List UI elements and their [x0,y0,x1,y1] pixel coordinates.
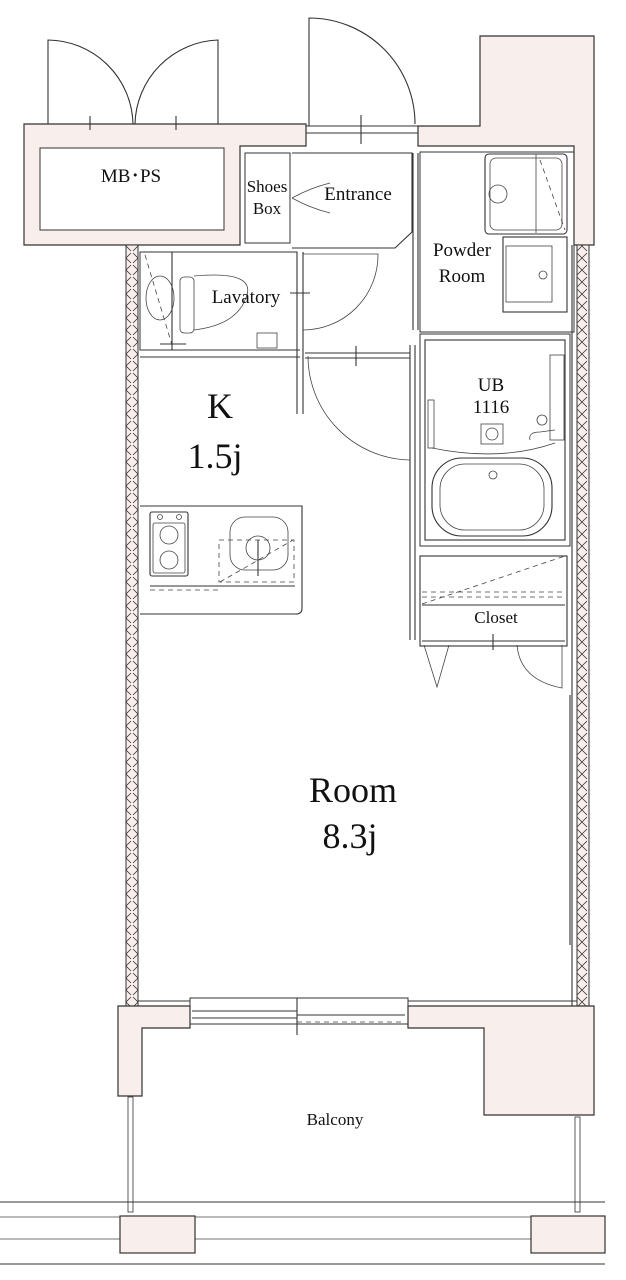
bottom-right-pillar [530,1215,606,1254]
label-lavatory: Lavatory [212,287,281,308]
label-kitchen: K [207,386,233,426]
right-wall [576,244,590,1008]
label-powder-room: Room [439,266,486,287]
mbps-block [23,39,307,246]
powder-room [419,151,575,333]
label-balcony: Balcony [307,1110,364,1129]
label-powder: Powder [433,240,492,261]
label-ub-size: 1116 [473,397,510,418]
label-mbps: MB･PS [101,166,161,187]
label-entrance: Entrance [324,184,392,205]
label-ub: UB [478,375,504,396]
balcony-right-wall [407,1005,595,1116]
balcony-left-rail [127,1096,134,1213]
label-room-size: 8.3j [322,816,377,856]
top-right-pillar [417,35,595,246]
entrance-door [306,17,418,144]
left-wall [125,244,139,1008]
label-room: Room [309,770,397,810]
label-closet: Closet [474,608,518,627]
bottom-left-pillar [119,1215,196,1254]
label-kitchen-size: 1.5j [187,436,242,476]
shoes-box [244,152,291,244]
balcony-right-rail [574,1116,581,1213]
room-window [138,997,577,1035]
label-shoes: Shoes [247,177,288,196]
unit-bath [419,333,571,547]
closet [419,555,568,689]
label-box: Box [253,199,282,218]
kitchen-counter [140,505,303,615]
balcony-left-wall [117,1005,191,1097]
